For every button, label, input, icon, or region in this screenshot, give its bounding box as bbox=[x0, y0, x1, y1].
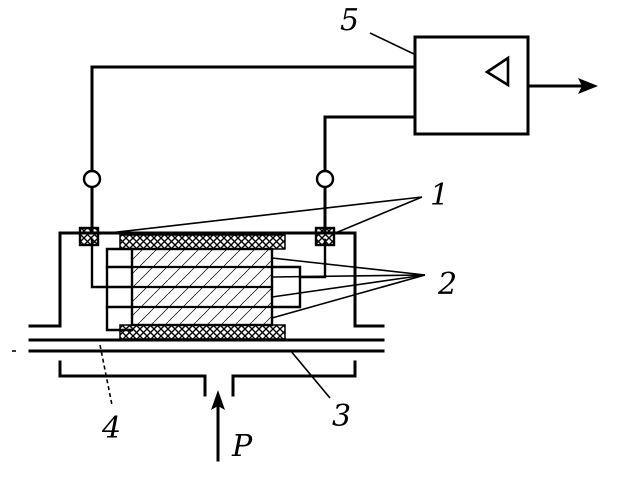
leaders-2 bbox=[271, 257, 426, 319]
crystal-stack bbox=[130, 247, 274, 327]
output-arrow bbox=[526, 78, 598, 94]
terminal-left bbox=[82, 169, 102, 189]
terminal-right bbox=[315, 169, 335, 189]
housing bbox=[28, 231, 385, 397]
leaders-1 bbox=[99, 196, 423, 235]
triangle-icon bbox=[484, 55, 510, 88]
leader-3 bbox=[289, 349, 331, 399]
leader-4 bbox=[99, 344, 113, 406]
insulator-bottom bbox=[119, 324, 286, 340]
label-5: 5 bbox=[340, 3, 359, 38]
label-1: 1 bbox=[430, 178, 449, 213]
signal-wires bbox=[90, 65, 417, 232]
feedthrough-right bbox=[314, 226, 336, 247]
label-pressure: P bbox=[231, 429, 253, 464]
pressure-arrow bbox=[211, 390, 225, 462]
insulator-top bbox=[119, 234, 286, 250]
leader-5 bbox=[369, 32, 417, 56]
amplifier-block bbox=[413, 35, 530, 136]
label-4: 4 bbox=[101, 411, 121, 446]
feedthrough-left bbox=[78, 226, 100, 247]
label-3: 3 bbox=[332, 399, 351, 434]
label-2: 2 bbox=[437, 267, 457, 302]
